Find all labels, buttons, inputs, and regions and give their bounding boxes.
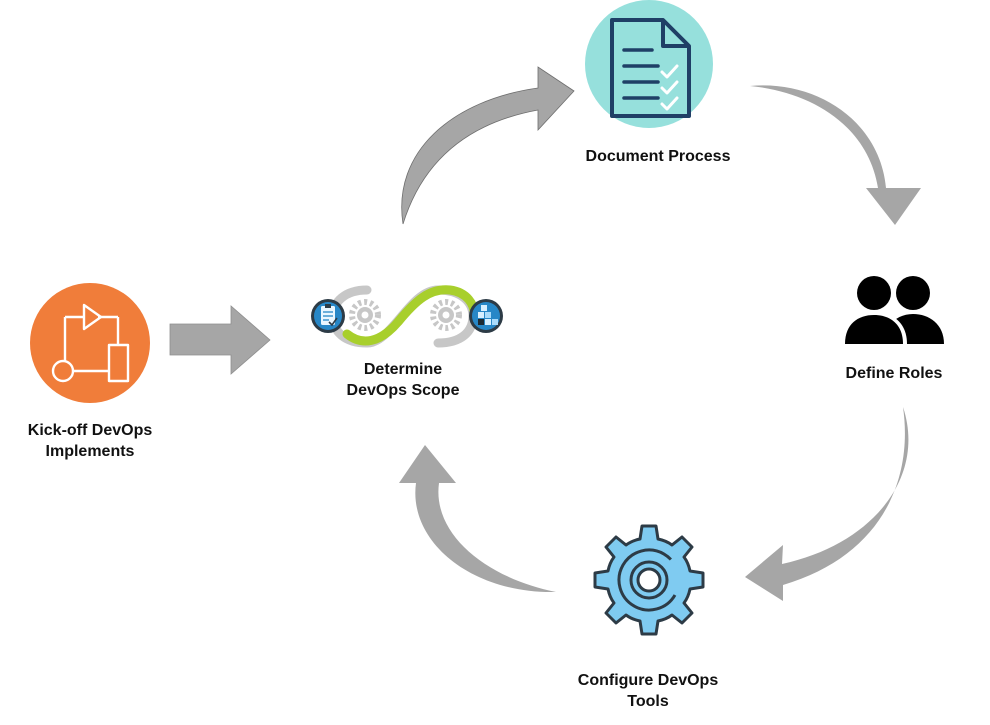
node-label-roles: Define Roles xyxy=(814,363,974,384)
arrow-kickoff-to-scope xyxy=(169,305,271,375)
node-label-line: Tools xyxy=(627,693,669,710)
node-label-line: Document Process xyxy=(585,148,731,165)
node-label-line: Configure DevOps xyxy=(577,672,719,689)
arrow-tools-to-scope xyxy=(399,445,556,593)
arrow-roles-to-tools xyxy=(745,407,909,601)
node-label-document: Document Process xyxy=(558,146,758,167)
node-label-line: DevOps Scope xyxy=(346,382,460,399)
node-label-line: Kick-off DevOps xyxy=(27,422,153,439)
node-label-kickoff: Kick-off DevOps Implements xyxy=(0,420,180,462)
blocks-badge-icon xyxy=(469,299,503,333)
small-gear-right-icon xyxy=(430,299,462,331)
node-label-scope: Determine DevOps Scope xyxy=(313,359,493,401)
arrow-scope-to-document xyxy=(401,66,575,225)
node-label-line: Define Roles xyxy=(845,365,943,382)
node-label-line: Implements xyxy=(45,443,135,460)
devops-infinity-icon xyxy=(311,285,503,348)
node-label-line: Determine xyxy=(363,361,443,378)
users-icon xyxy=(841,274,944,344)
gear-icon xyxy=(593,524,705,636)
small-gear-left-icon xyxy=(349,299,381,331)
arrow-document-to-roles xyxy=(750,85,921,226)
clipboard-badge-icon xyxy=(311,299,345,333)
flow-chart-icon xyxy=(30,283,150,403)
document-checklist-icon xyxy=(585,0,713,128)
node-label-tools: Configure DevOps Tools xyxy=(548,670,748,712)
